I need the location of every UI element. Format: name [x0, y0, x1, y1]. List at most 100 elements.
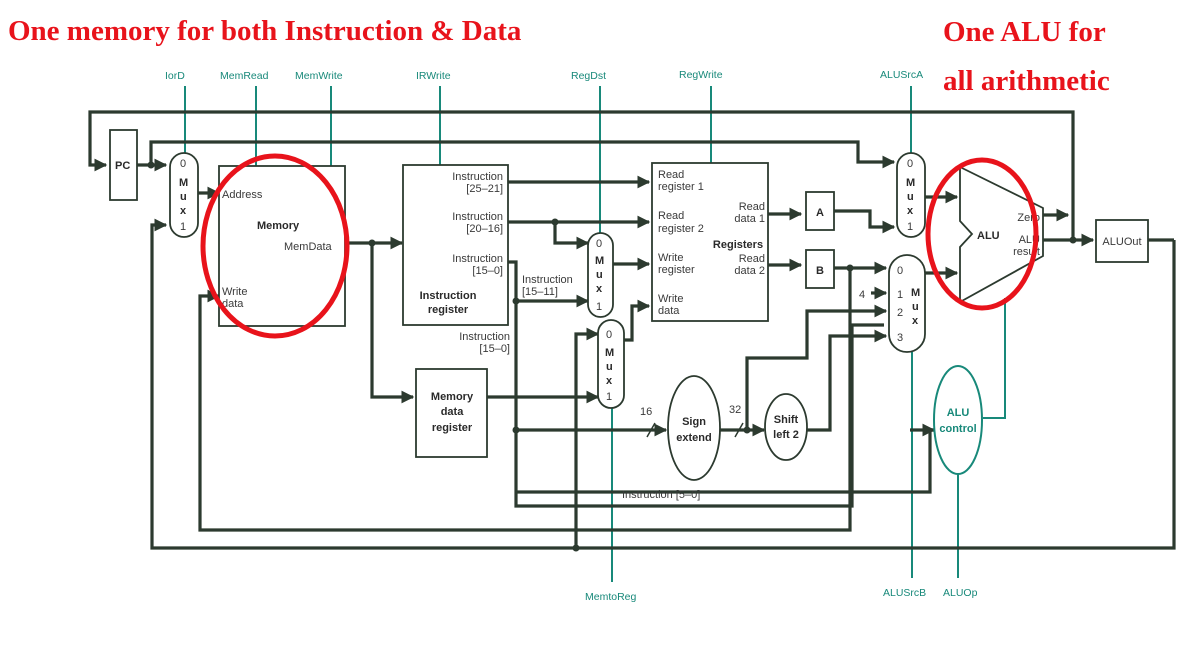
iord-label: IorD [165, 70, 185, 82]
wire-a-to-mux [834, 209, 896, 234]
instr-15-0-label-b: [15–0] [479, 343, 510, 355]
svg-text:Instruction: Instruction [452, 253, 503, 265]
memory-annotation: One memory for both Instruction & Data [8, 15, 522, 47]
alu-highlight-circle [925, 157, 1039, 311]
wire-aluout-to-memtoreg [574, 327, 600, 548]
svg-text:Instruction: Instruction [452, 211, 503, 223]
svg-text:Instruction: Instruction [420, 290, 477, 302]
svg-text:data 2: data 2 [734, 265, 765, 277]
svg-text:0: 0 [907, 158, 913, 170]
memory-writedata-port-line2: data [222, 298, 244, 310]
svg-text:u: u [912, 301, 919, 313]
memory-memdata-port: MemData [284, 241, 333, 253]
svg-text:x: x [912, 315, 919, 327]
memread-label: MemRead [220, 70, 269, 82]
wire-ir-20-16-to-mux [553, 222, 590, 250]
svg-text:Read: Read [739, 201, 765, 213]
instr-15-11-label-b: [15–11] [522, 286, 558, 298]
svg-text:Read: Read [658, 169, 684, 181]
memory-writedata-port-line1: Write [222, 286, 247, 298]
svg-text:3: 3 [897, 332, 903, 344]
iord-mux: 0 M u x 1 [169, 152, 199, 238]
alu-title: ALU [977, 230, 1000, 242]
svg-text:Sign: Sign [682, 416, 706, 428]
svg-text:M: M [179, 177, 188, 189]
svg-text:left 2: left 2 [773, 429, 799, 441]
svg-text:extend: extend [676, 432, 711, 444]
wire-alu-to-pc [88, 110, 1075, 240]
svg-text:register: register [432, 422, 473, 434]
memory-title: Memory [257, 220, 300, 232]
aluout-register: ALUOut [1095, 219, 1149, 263]
alusrca-mux: 0 M u x 1 [896, 152, 926, 238]
wire-memdata-to-mdr [370, 243, 415, 404]
svg-text:u: u [907, 191, 914, 203]
wire-signext-to-mux2 [720, 304, 888, 432]
svg-text:x: x [907, 205, 914, 217]
pc-register: PC [109, 129, 138, 201]
memwrite-label: MemWrite [295, 70, 343, 82]
svg-text:1: 1 [596, 301, 602, 313]
svg-text:register 2: register 2 [658, 223, 704, 235]
svg-text:Write: Write [658, 293, 683, 305]
svg-text:data: data [658, 305, 680, 317]
instr-5-0-label: Instruction [5–0] [622, 489, 700, 501]
aluop-label: ALUOp [943, 587, 978, 599]
shift-left-2-unit: Shift left 2 [764, 393, 808, 461]
b-register: B [805, 249, 835, 289]
sign-extend-unit: Sign extend [667, 375, 721, 481]
constant-4-label: 4 [859, 289, 865, 301]
alusrca-label: ALUSrcA [880, 69, 923, 81]
pc-label: PC [115, 160, 130, 172]
register-file: Read register 1 Read register 2 Write re… [651, 162, 769, 322]
svg-text:0: 0 [596, 238, 602, 250]
svg-text:0: 0 [180, 158, 186, 170]
svg-text:ALUOut: ALUOut [1102, 236, 1141, 248]
wire-memtoreg-to-writedata [624, 299, 651, 342]
memtoreg-label: MemtoReg [585, 591, 637, 603]
memory-address-port: Address [222, 189, 263, 201]
svg-text:[25–21]: [25–21] [466, 183, 503, 195]
a-register: A [805, 191, 835, 231]
svg-text:[15–0]: [15–0] [472, 265, 503, 277]
svg-text:M: M [595, 255, 604, 267]
alu-control-unit: ALU control [933, 365, 983, 475]
svg-text:register: register [658, 264, 695, 276]
svg-text:register 1: register 1 [658, 181, 704, 193]
svg-text:Memory: Memory [431, 391, 474, 403]
svg-text:[20–16]: [20–16] [466, 223, 503, 235]
svg-text:Read: Read [658, 210, 684, 222]
memtoreg-mux: 0 M u x 1 [597, 319, 625, 409]
wire-aluout-to-iord [150, 218, 1176, 550]
svg-text:x: x [606, 375, 613, 387]
alusrcb-label: ALUSrcB [883, 587, 926, 599]
memory-data-register: Memory data register [415, 368, 488, 458]
alu-control-output-line [983, 298, 1006, 419]
svg-text:0: 0 [606, 329, 612, 341]
wire-instr-5-0 [516, 428, 935, 494]
svg-text:Instruction: Instruction [452, 171, 503, 183]
regwrite-label: RegWrite [679, 69, 723, 81]
svg-text:data: data [441, 406, 465, 418]
svg-text:data 1: data 1 [734, 213, 765, 225]
alu-annotation-line2: all arithmetic [943, 65, 1110, 97]
bus-width-16: 16 [640, 406, 652, 418]
svg-text:Write: Write [658, 252, 683, 264]
svg-text:Shift: Shift [774, 414, 799, 426]
instr-15-11-label-a: Instruction [522, 274, 573, 286]
bus-width-32: 32 [729, 404, 741, 416]
alu: ALU Zero ALU result [959, 165, 1044, 304]
svg-text:M: M [906, 177, 915, 189]
memory-unit: Address Memory MemData Write data [218, 165, 346, 327]
alusrcb-mux: 0 1 2 3 M u x [888, 254, 926, 353]
svg-text:0: 0 [897, 265, 903, 277]
svg-text:1: 1 [606, 391, 612, 403]
svg-text:1: 1 [907, 221, 913, 233]
svg-text:B: B [816, 265, 824, 277]
instruction-register: Instruction [25–21] Instruction [20–16] … [402, 164, 509, 326]
irwrite-label: IRWrite [416, 70, 451, 82]
svg-text:u: u [596, 269, 603, 281]
svg-text:M: M [605, 347, 614, 359]
regdst-mux: 0 M u x 1 [587, 232, 614, 318]
